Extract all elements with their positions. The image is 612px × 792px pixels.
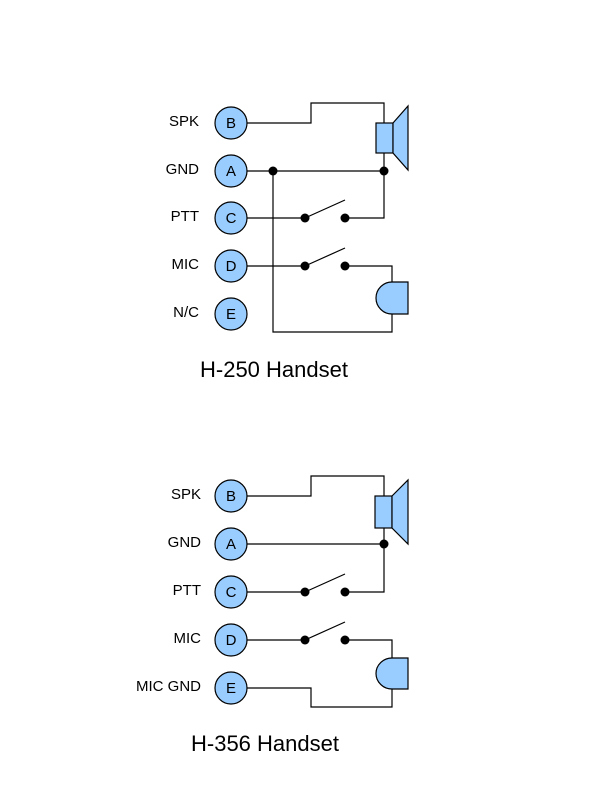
h250-ptt-switch-contact-b [340,213,350,223]
h356-pin-letter: B [226,488,236,505]
h250-pin-circle [214,201,248,235]
h356-diagram: B A C D E SPK GND PTT MIC MIC GND H-356 … [136,475,409,756]
h250-pin-circle [214,297,248,331]
h250-pin-circle [214,154,248,188]
h356-signal-label: MIC [174,630,202,647]
h250-pin-circle [214,249,248,283]
h356-title: H-356 Handset [191,731,339,756]
h356-microphone-icon [375,657,409,690]
h250-pin-letter: A [226,163,236,180]
h356-signal-label: PTT [173,582,201,599]
h356-pin-circle [214,671,248,705]
h356-pin-circle [214,623,248,657]
h250-microphone-icon [375,281,409,315]
h356-mic-return [345,639,393,658]
h356-mic-switch-contact-a [300,635,310,645]
h250-pin-letter: D [226,258,237,275]
h356-pin-circle [214,479,248,513]
h356-speaker-icon [374,478,409,546]
h250-mic-switch-arm [304,247,346,267]
h250-spk-wire [247,102,385,124]
h356-mic-switch-arm [304,621,346,641]
h250-mic-switch-contact-b [340,261,350,271]
h356-spk-wire [247,475,385,497]
h356-mic-switch-contact-b [340,635,350,645]
h250-title: H-250 Handset [200,357,348,382]
h356-signal-label: GND [168,534,202,551]
h250-signal-label: N/C [173,304,199,321]
h250-ptt-return [345,171,385,219]
h250-pin-letter: B [226,115,236,132]
h356-pin-circle [214,575,248,609]
h250-signal-label: GND [166,161,200,178]
h250-gnd-bus [272,171,393,333]
h250-gnd-junction-right [379,166,389,176]
h356-pin-letter: C [226,584,237,601]
h356-signal-label: SPK [171,486,201,503]
h356-ptt-switch-contact-a [300,587,310,597]
h250-pin-letter: E [226,306,236,323]
h250-speaker-icon [375,104,409,172]
h250-diagram: B A C D E SPK GND PTT MIC N/C H-250 Hand… [166,102,409,382]
h250-gnd-wire [247,153,385,172]
h356-pin-letter: E [226,680,236,697]
h356-pin-letter: D [226,632,237,649]
h356-pin-letter: A [226,536,236,553]
h356-ptt-return [345,544,385,593]
h356-ptt-switch-contact-b [340,587,350,597]
h250-signal-label: MIC [172,256,200,273]
h250-mic-switch-contact-a [300,261,310,271]
h250-ptt-switch-contact-a [300,213,310,223]
h250-mic-return [345,265,393,282]
h250-gnd-junction-left [268,166,278,176]
h356-ptt-switch-arm [304,573,346,593]
h250-pin-circle [214,106,248,140]
h250-pin-letter: C [226,210,237,227]
h356-gnd-wire [247,528,385,545]
h356-pin-circle [214,527,248,561]
h250-signal-label: SPK [169,113,199,130]
h250-ptt-switch-arm [304,199,346,219]
h356-gnd-junction [379,539,389,549]
h356-mic-gnd-wire [247,687,393,708]
h250-signal-label: PTT [171,208,199,225]
h356-signal-label: MIC GND [136,678,201,695]
